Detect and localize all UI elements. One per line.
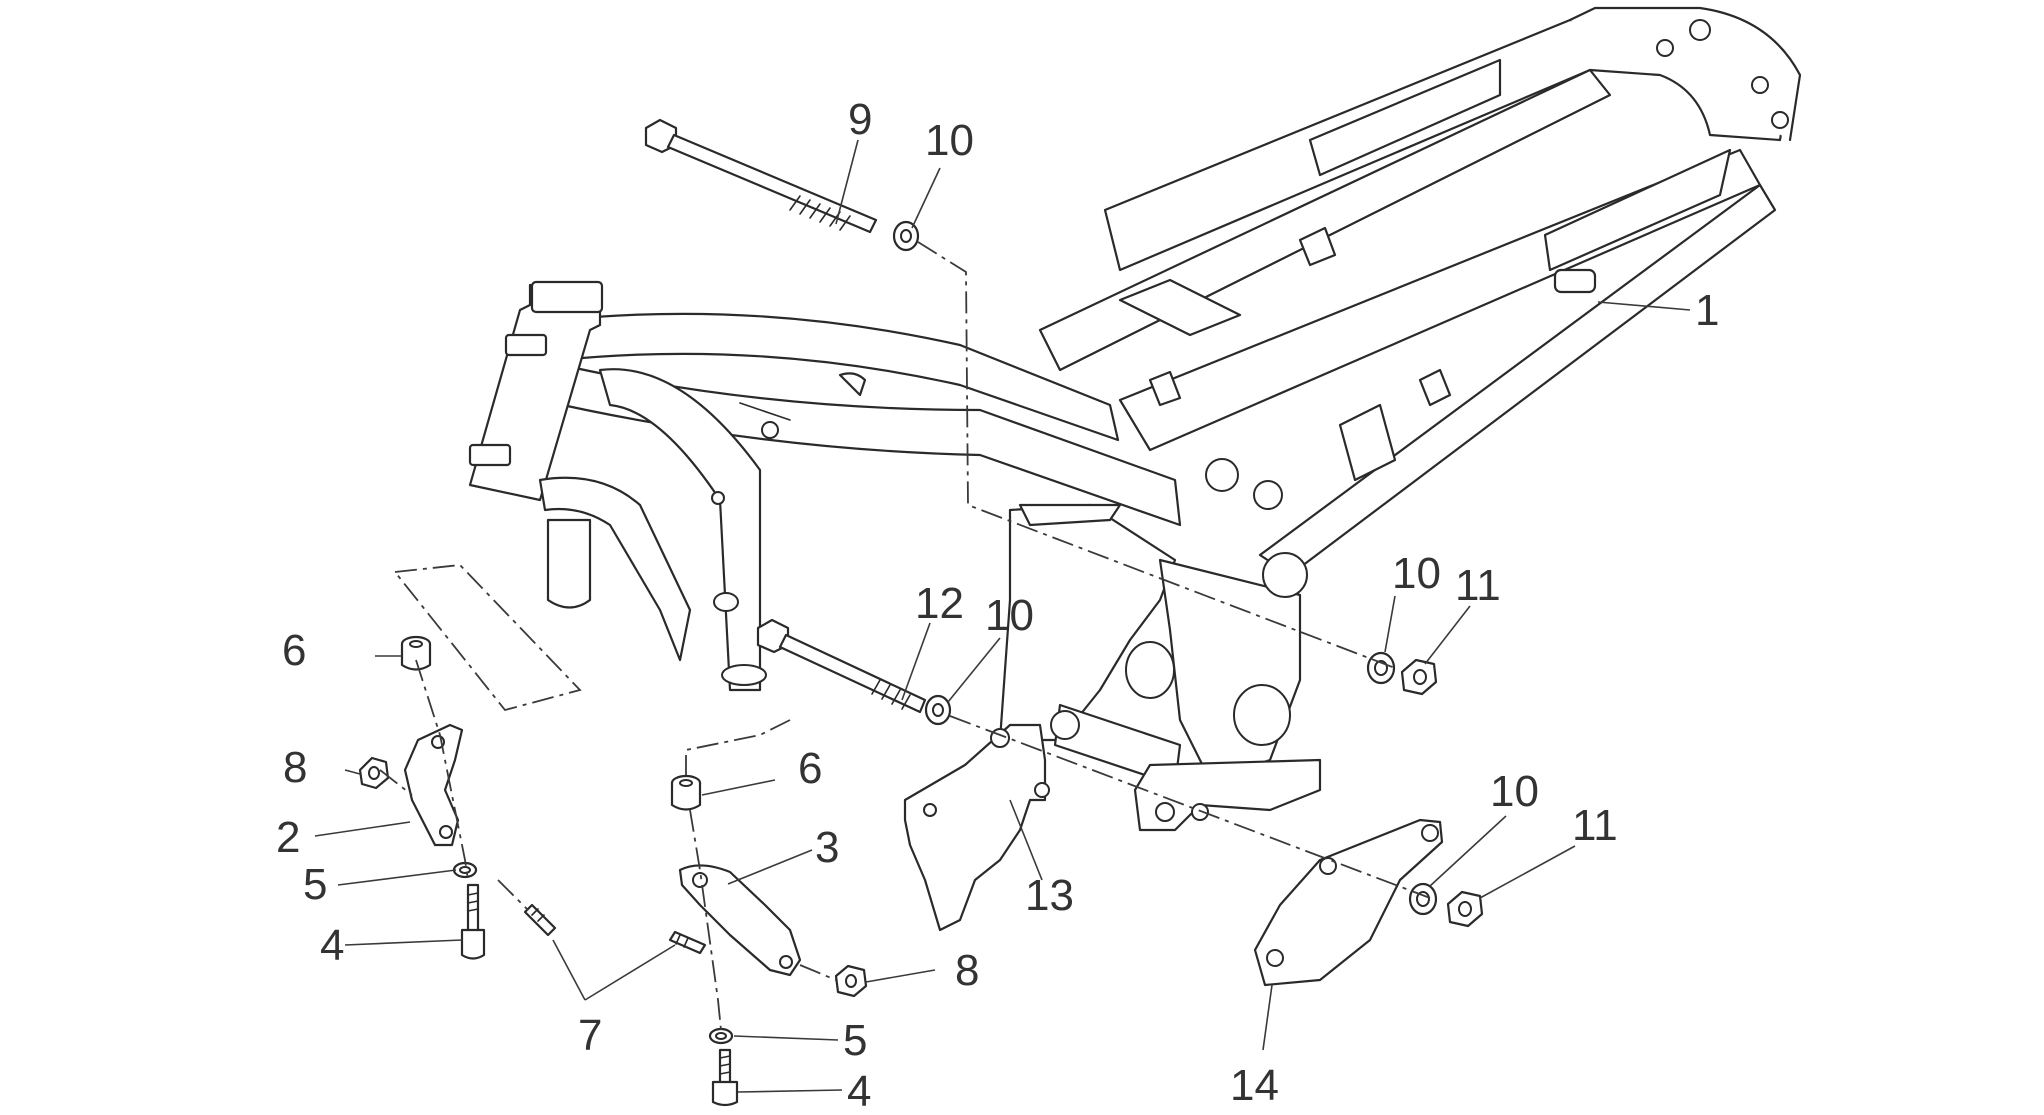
- bolt-4-left: [460, 883, 486, 960]
- callout-1: 1: [1695, 286, 1719, 335]
- nut-8-left: [358, 756, 390, 790]
- callout-13: 13: [1025, 871, 1074, 920]
- bolt-9: [644, 118, 878, 234]
- callout-12: 12: [915, 579, 964, 628]
- callout-10-right-upper: 10: [1392, 549, 1441, 598]
- callout-10-top: 10: [925, 116, 974, 165]
- nut-11-right-lower: [1446, 890, 1484, 928]
- assembly-lines: [379, 241, 1431, 1031]
- callout-5-left: 5: [303, 860, 327, 909]
- washer-10-top: [892, 220, 920, 252]
- callout-10-right-lower: 10: [1490, 767, 1539, 816]
- washer-10-mid: [924, 694, 952, 726]
- callout-2: 2: [276, 813, 300, 862]
- stud-7-right: [668, 930, 707, 955]
- callout-4-right: 4: [847, 1067, 871, 1110]
- callout-6-left: 6: [282, 626, 306, 675]
- nut-11-right-upper: [1400, 658, 1438, 696]
- callout-14: 14: [1230, 1061, 1279, 1110]
- callout-labels: 1 2 3 4 4 5 5 6 6 7 8 8 9 10 10 10 10 11…: [276, 95, 1719, 1115]
- bolt-12: [756, 618, 927, 714]
- nut-8-right: [834, 964, 868, 998]
- callout-4-left: 4: [320, 921, 344, 970]
- callout-8-right: 8: [955, 946, 979, 995]
- washer-10-right-upper: [1366, 651, 1396, 685]
- bolt-4-right: [711, 1048, 739, 1107]
- callout-11-lower: 11: [1572, 801, 1618, 850]
- callout-7: 7: [578, 1011, 602, 1060]
- stud-7-left: [523, 903, 557, 937]
- callout-11-upper: 11: [1455, 561, 1501, 610]
- spacer-6-left: [400, 635, 432, 671]
- callout-9: 9: [848, 95, 872, 144]
- washer-5-right: [708, 1027, 734, 1045]
- callout-6-right: 6: [798, 744, 822, 793]
- callout-8-left: 8: [283, 743, 307, 792]
- frame-main: [468, 6, 1802, 832]
- bracket-2: [403, 723, 464, 847]
- spacer-6-right: [670, 774, 702, 811]
- washer-10-right-lower: [1408, 882, 1438, 916]
- bracket-3: [678, 864, 802, 977]
- leader-lines: [314, 139, 1691, 1093]
- callout-10-mid: 10: [985, 591, 1034, 640]
- callout-5-right: 5: [843, 1016, 867, 1065]
- bracket-14: [1253, 818, 1444, 987]
- callout-3: 3: [815, 823, 839, 872]
